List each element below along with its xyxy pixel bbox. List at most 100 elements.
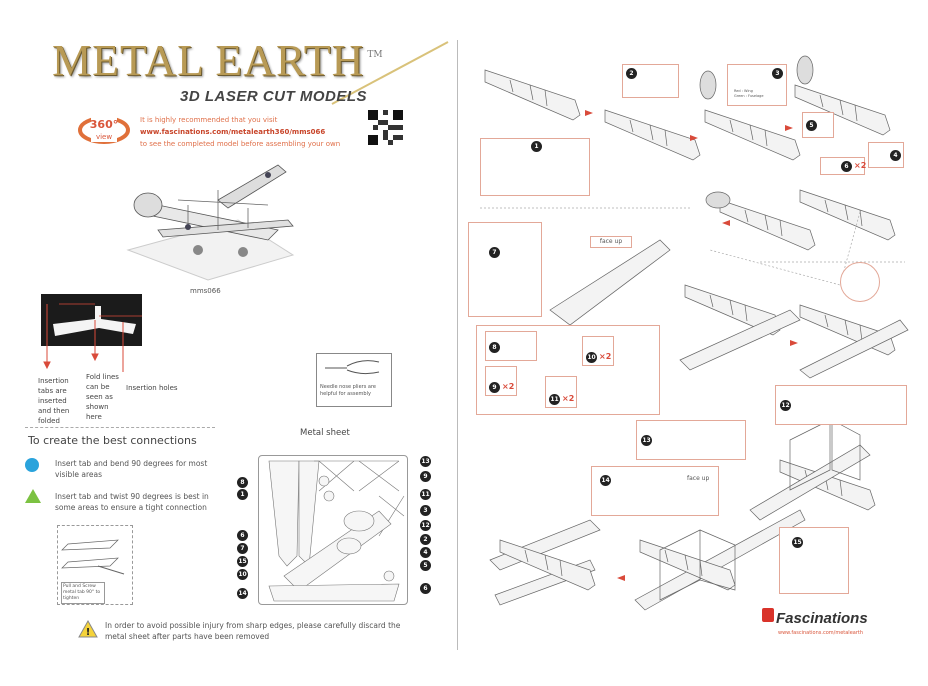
green-triangle-icon <box>25 489 41 503</box>
step-8-box: 8 <box>485 331 537 361</box>
twist-note: Pull and Screw metal tab 90° to tighten <box>61 582 105 604</box>
part-number-badge: 4 <box>420 547 431 558</box>
step-number-badge: 10 <box>586 352 597 363</box>
gold-line-decoration <box>331 41 449 105</box>
part-number-badge: 10 <box>237 569 248 580</box>
svg-text:!: ! <box>86 627 91 638</box>
step-number-badge: 15 <box>792 537 803 548</box>
visit-line: to see the completed model before assemb… <box>140 140 341 148</box>
step-number-badge: 4 <box>890 150 901 161</box>
step-number-badge: 14 <box>600 475 611 486</box>
step-9-box: 9×2 <box>485 366 517 396</box>
section-divider <box>25 427 215 428</box>
step-7-box: 7 <box>468 222 542 317</box>
quantity-label: ×2 <box>502 382 515 391</box>
step-number-badge: 12 <box>780 400 791 411</box>
step-number-badge: 11 <box>549 394 560 405</box>
biplane-illustration <box>126 164 295 281</box>
detail-magnifier <box>840 262 880 302</box>
tip-insertion-tabs: Insertion tabs are inserted and then fol… <box>38 377 70 425</box>
step-13-box: 13 <box>636 420 746 460</box>
part-number-badge: 7 <box>237 543 248 554</box>
metal-sheet-parts <box>268 460 405 602</box>
step-4-box: 4 <box>868 142 904 168</box>
step-number-badge: 5 <box>806 120 817 131</box>
svg-text:view: view <box>96 133 112 141</box>
part-number-badge: 5 <box>420 560 431 571</box>
metal-sheet-diagram <box>258 455 408 605</box>
step-15-box: 15 <box>779 527 849 594</box>
part-number-badge: 8 <box>237 477 248 488</box>
step-number-badge: 3 <box>772 68 783 79</box>
step-number-badge: 7 <box>489 247 500 258</box>
pliers-tip-text: Needle nose pliers are helpful for assem… <box>320 384 376 397</box>
brand-logo-group: METAL EARTH TM <box>52 36 383 86</box>
model-code: mms066 <box>190 287 221 295</box>
fascinations-logo: Fascinations <box>776 610 868 627</box>
step-number-badge: 1 <box>531 141 542 152</box>
step-11-box: 11×2 <box>545 376 577 408</box>
page-divider <box>457 40 458 650</box>
legend-red: Red : Wing <box>734 89 753 93</box>
fascinations-mascot-icon <box>762 608 774 622</box>
twist-tab-diagram <box>61 539 125 575</box>
step-5-box: 5 <box>802 112 834 138</box>
360-view-icon: 360° view <box>78 114 130 144</box>
step-number-badge: 8 <box>489 342 500 353</box>
part-number-badge: 6 <box>237 530 248 541</box>
bend-tip: Insert tab and bend 90 degrees for most … <box>55 459 208 479</box>
fuselage-step <box>799 189 896 241</box>
part-number-badge: 9 <box>420 471 431 482</box>
fascinations-url[interactable]: www.fascinations.com/metalearth <box>778 630 864 636</box>
twist-tip: Insert tab and twist 90 degrees is best … <box>55 492 209 512</box>
part-number-badge: 3 <box>420 505 431 516</box>
fuselage-step <box>484 69 581 121</box>
brand-logo: METAL EARTH <box>52 36 365 85</box>
part-number-badge: 2 <box>420 534 431 545</box>
quantity-label: ×2 <box>599 352 612 361</box>
step-number-badge: 6 <box>841 161 852 172</box>
fuselage-step <box>604 109 701 161</box>
part-number-badge: 12 <box>420 520 431 531</box>
step-number-badge: 2 <box>626 68 637 79</box>
part-number-badge: 13 <box>420 456 431 467</box>
qr-code[interactable] <box>368 110 403 145</box>
part-number-badge: 15 <box>237 556 248 567</box>
visit-url-link[interactable]: www.fascinations.com/metalearth360/mms06… <box>140 128 326 136</box>
step-1-box: 1 <box>480 138 590 196</box>
callout-arrows <box>43 304 124 372</box>
step-10-box: 10×2 <box>582 336 614 366</box>
step-12-box: 12 <box>775 385 907 425</box>
landing-gear-step-box: 8 9×2 10×2 11×2 <box>476 325 660 415</box>
visit-line: It is highly recommended that you visit <box>140 116 278 124</box>
part-number-badge: 14 <box>237 588 248 599</box>
tagline: 3D LASER CUT MODELS <box>180 88 368 105</box>
tip-insertion-holes: Insertion holes <box>126 384 178 392</box>
trademark: TM <box>367 50 383 60</box>
face-up-label: face up <box>687 475 710 482</box>
blue-circle-icon <box>25 458 39 472</box>
face-up-label: face up <box>590 236 632 248</box>
warning-text: In order to avoid possible injury from s… <box>105 621 401 641</box>
part-number-badge: 11 <box>420 489 431 500</box>
step-14-box: 14 face up <box>591 466 719 516</box>
svg-text:360°: 360° <box>90 118 118 131</box>
step-number-badge: 13 <box>641 435 652 446</box>
step-number-badge: 9 <box>489 382 500 393</box>
visit-note: It is highly recommended that you visit … <box>140 114 340 150</box>
connections-title: To create the best connections <box>28 434 197 447</box>
quantity-label: ×2 <box>562 394 575 403</box>
warning-icon: ! <box>78 620 98 638</box>
pliers-tip-box: Needle nose pliers are helpful for assem… <box>316 353 392 407</box>
pliers-icon <box>325 360 380 375</box>
step-6-box: 6×2 <box>820 157 867 175</box>
assembly-steps-diagram <box>480 55 909 611</box>
quantity-label: ×2 <box>854 161 867 170</box>
metal-sheet-title: Metal sheet <box>300 428 350 438</box>
part-number-badge: 6 <box>420 583 431 594</box>
part-number-badge: 1 <box>237 489 248 500</box>
fuselage-step <box>704 109 801 161</box>
step-2-box: 2 <box>622 64 679 98</box>
